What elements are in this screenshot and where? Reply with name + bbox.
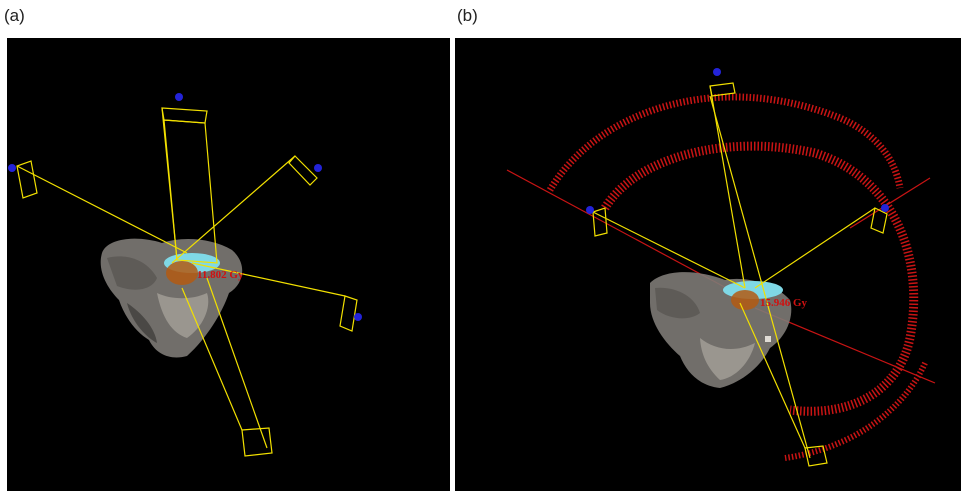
dose-label-b: 15.946 Gy — [760, 297, 808, 309]
panel-a-label: (a) — [4, 6, 25, 25]
panel-divider — [450, 38, 455, 491]
scene-b: 15.946 Gy — [506, 68, 936, 467]
beams-b — [592, 82, 888, 467]
treatment-arcs-b — [546, 93, 928, 461]
scene-a: 11.802 Gy — [8, 93, 362, 457]
beams-a — [16, 107, 358, 457]
vertebra-b — [650, 272, 792, 388]
dose-label-a: 11.802 Gy — [197, 269, 244, 281]
panel-b-label: (b) — [457, 6, 478, 25]
beam-markers-b — [586, 68, 889, 214]
viewport-b: 15.946 Gy — [455, 38, 961, 491]
viewport-a: 11.802 Gy — [7, 38, 450, 491]
vertebra-a — [100, 238, 243, 358]
beam-markers-a — [8, 93, 362, 321]
